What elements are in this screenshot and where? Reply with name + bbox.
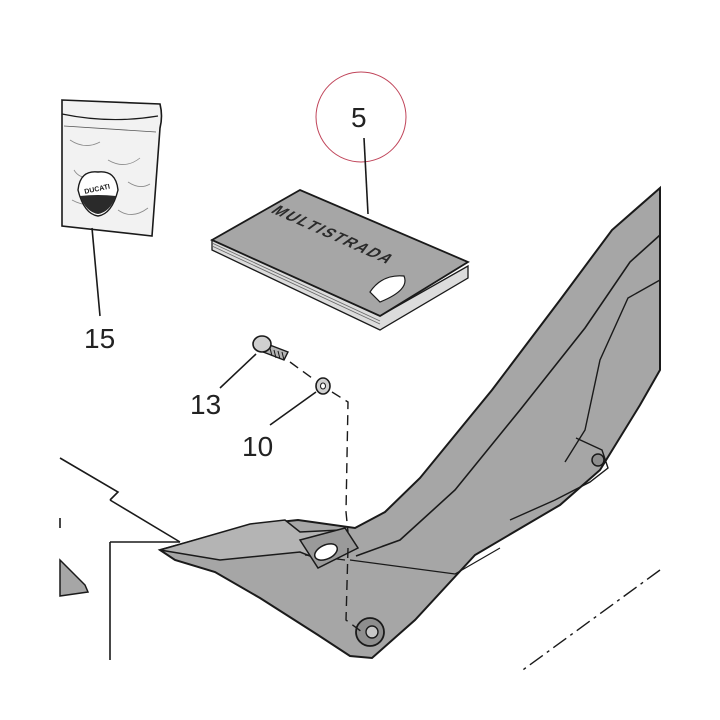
frame-outline-lines bbox=[59, 457, 181, 660]
callout-10: 10 bbox=[242, 431, 273, 462]
screw bbox=[252, 335, 289, 361]
assembly-line-screw bbox=[289, 361, 363, 633]
washer bbox=[315, 377, 331, 395]
leader-lines bbox=[91, 137, 369, 426]
callout-5: 5 bbox=[351, 102, 367, 133]
callout-15: 15 bbox=[84, 323, 115, 354]
callout-13: 13 bbox=[190, 389, 221, 420]
owners-manual: MULTISTRADA bbox=[210, 188, 470, 331]
rear-subframe bbox=[157, 185, 661, 660]
axis-line-right bbox=[519, 569, 661, 673]
callout-5-highlight-circle bbox=[315, 71, 407, 163]
documents-pouch: DUCATI bbox=[61, 99, 163, 237]
